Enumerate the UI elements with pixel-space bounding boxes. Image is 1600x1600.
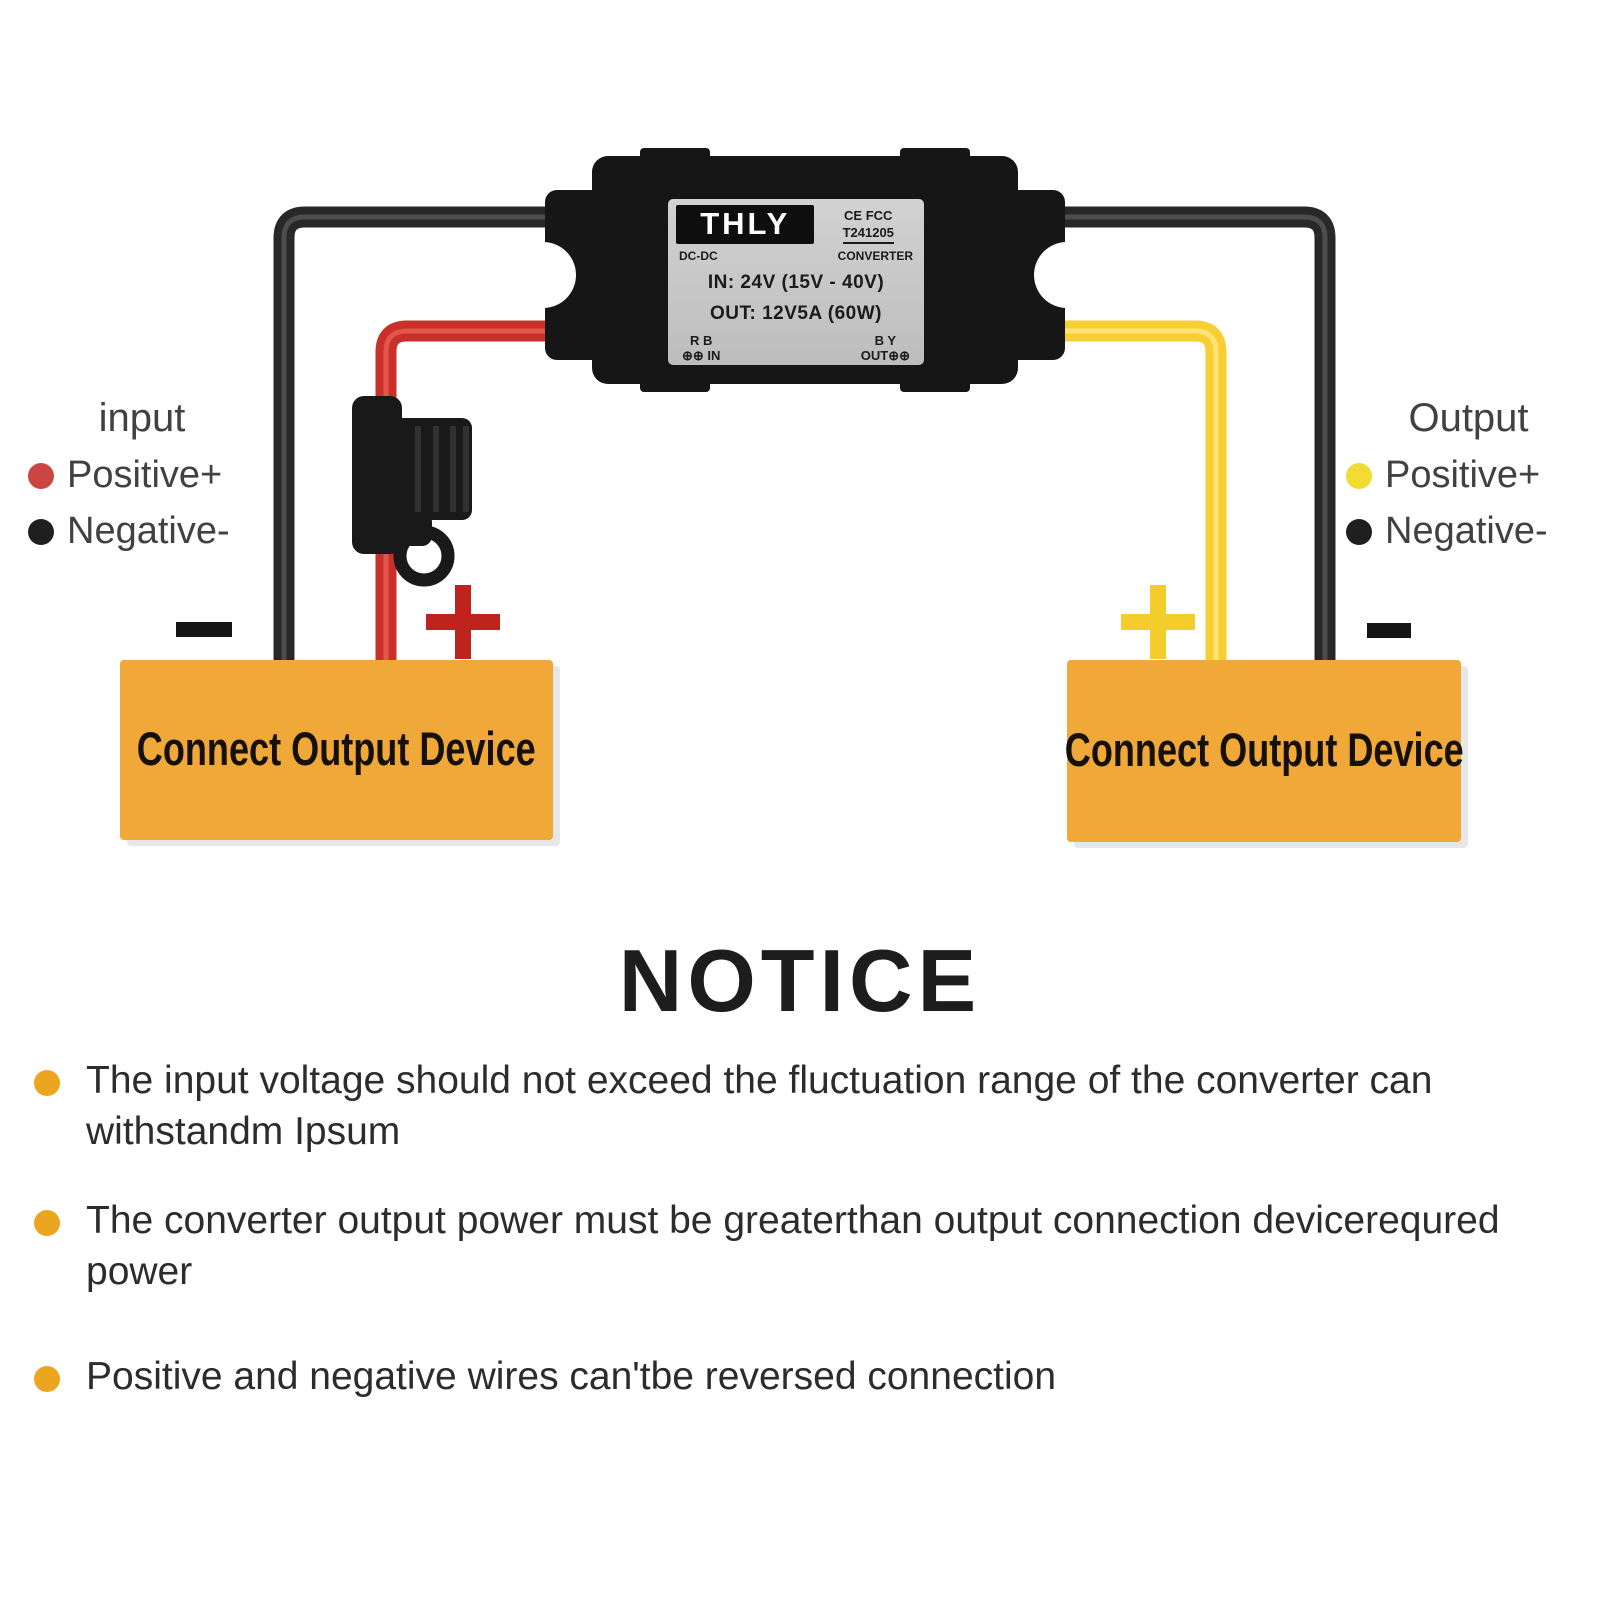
bullet-dot-icon — [34, 1070, 60, 1096]
device-box-right: Connect Output Device — [1064, 660, 1464, 842]
right-mounting-notch — [1034, 242, 1100, 308]
output-wire-letters: B Y — [874, 332, 897, 348]
legend-output: Output Positive+ Negative- — [1346, 396, 1591, 553]
output-terminals: B Y OUT⊕⊕ — [860, 332, 910, 364]
converter-label: THLY CE FCC T241205 DC-DC CONVERTER IN: … — [665, 196, 927, 368]
notice-item: Positive and negative wires can'tbe reve… — [34, 1352, 1594, 1403]
legend-input: input Positive+ Negative- — [28, 396, 256, 553]
bullet-dot-icon — [34, 1210, 60, 1236]
output-negative-wire — [1010, 206, 1336, 664]
input-plus-mark-icon — [426, 585, 500, 659]
brand-text: THLY — [700, 206, 791, 242]
legend-output-positive-label: Positive+ — [1385, 454, 1541, 496]
device-box-left-label: Connect Output Device — [137, 723, 536, 776]
legend-output-negative-label: Negative- — [1385, 510, 1548, 552]
model-number: T241205 — [842, 225, 894, 244]
fuse-cap-tether-loop — [393, 525, 455, 587]
notice-item-text: The converter output power must be great… — [86, 1199, 1500, 1293]
converter-type-left: DC-DC — [679, 248, 718, 263]
notice-item: The converter output power must be great… — [34, 1196, 1594, 1297]
notice-item-text: The input voltage should not exceed the … — [86, 1059, 1433, 1153]
output-spec: OUT: 12V5A (60W) — [710, 302, 882, 324]
notice-item: The input voltage should not exceed the … — [34, 1056, 1594, 1157]
converter-type-right: CONVERTER — [837, 248, 913, 263]
notice-item-text: Positive and negative wires can'tbe reve… — [86, 1355, 1057, 1398]
input-negative-wire — [273, 206, 600, 664]
device-box-left: Connect Output Device — [120, 660, 553, 840]
legend-output-title: Output — [1408, 396, 1529, 440]
legend-input-positive-label: Positive+ — [67, 454, 223, 496]
legend-input-negative-row: Negative- — [28, 510, 256, 553]
notice-title: NOTICE — [618, 931, 982, 1030]
input-terminal-icons: ⊕⊕ IN — [682, 347, 721, 363]
device-box-right-label: Connect Output Device — [1064, 724, 1464, 777]
red-dot-icon — [28, 462, 54, 489]
legend-output-positive-row: Positive+ — [1346, 454, 1591, 497]
input-terminals: R B ⊕⊕ IN — [682, 332, 721, 364]
input-positive-wire — [375, 320, 600, 664]
left-mounting-notch — [510, 242, 576, 308]
legend-input-positive-row: Positive+ — [28, 454, 256, 497]
black-dot-icon — [1346, 518, 1372, 545]
brand-badge: THLY — [676, 205, 815, 244]
input-minus-mark-icon — [176, 622, 232, 637]
fuse-holder — [352, 396, 472, 587]
legend-output-negative-row: Negative- — [1346, 510, 1591, 553]
black-dot-icon — [28, 518, 54, 545]
input-spec: IN: 24V (15V - 40V) — [707, 271, 885, 293]
output-minus-mark-icon — [1367, 623, 1411, 638]
bullet-dot-icon — [34, 1366, 60, 1392]
legend-input-title: input — [98, 396, 186, 440]
output-positive-wire — [1010, 320, 1227, 664]
certification-text: CE FCC — [844, 208, 893, 223]
yellow-dot-icon — [1346, 462, 1372, 489]
legend-input-negative-label: Negative- — [67, 510, 230, 552]
output-terminal-icons: OUT⊕⊕ — [860, 347, 910, 363]
input-wire-letters: R B — [690, 332, 713, 348]
output-plus-mark-icon — [1121, 585, 1195, 659]
